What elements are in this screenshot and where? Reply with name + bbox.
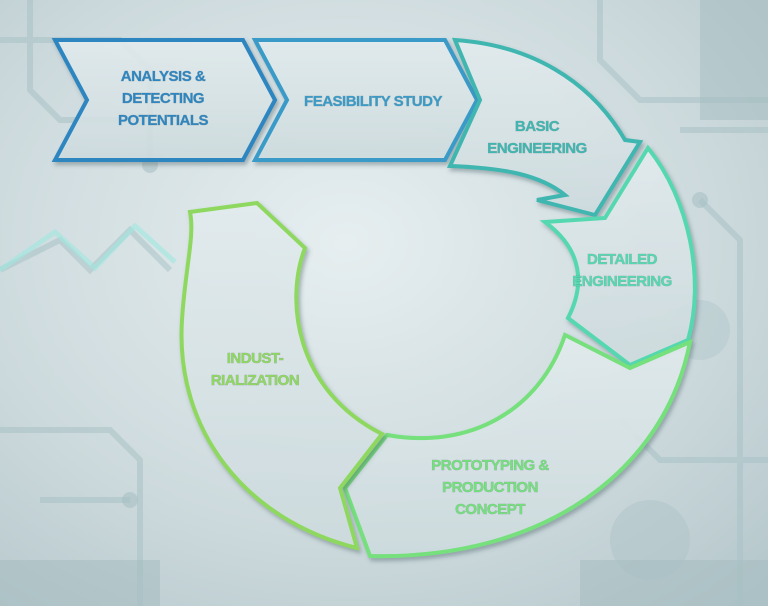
stage-industrialization-line: RIALIZATION <box>211 372 299 389</box>
stage-detailed-label: DETAILED ENGINEERING <box>572 251 672 290</box>
stage-feasibility-label: FEASIBILITY STUDY <box>304 93 442 110</box>
stage-feasibility: FEASIBILITY STUDY <box>251 38 480 162</box>
stage-analysis-shape <box>51 38 278 162</box>
stage-prototyping-line: CONCEPT <box>455 501 525 518</box>
stage-feasibility-line: FEASIBILITY STUDY <box>304 93 442 110</box>
stage-industrialization-shape <box>179 200 386 551</box>
stage-analysis-line: ANALYSIS & <box>121 68 206 85</box>
stage-prototyping: PROTOTYPING & PRODUCTION CONCEPT <box>342 332 693 559</box>
stage-basic-shape <box>446 37 644 218</box>
stage-prototyping-shape <box>342 332 693 559</box>
stage-industrialization-line: INDUST- <box>227 350 284 367</box>
stage-prototyping-label: PROTOTYPING & PRODUCTION CONCEPT <box>431 457 549 518</box>
stage-analysis-label: ANALYSIS & DETECTING POTENTIALS <box>118 68 208 129</box>
stage-industrialization: INDUST- RIALIZATION <box>179 200 386 551</box>
stage-analysis: ANALYSIS & DETECTING POTENTIALS <box>51 38 278 162</box>
stage-prototyping-line: PROTOTYPING & <box>431 457 549 474</box>
stage-detailed-line: DETAILED <box>587 251 658 268</box>
stage-detailed-shape <box>539 144 697 368</box>
stage-prototyping-line: PRODUCTION <box>442 479 538 496</box>
stage-feasibility-shape <box>251 38 480 162</box>
stage-basic-label: BASIC ENGINEERING <box>487 118 587 157</box>
stage-industrialization-label: INDUST- RIALIZATION <box>211 350 299 389</box>
stage-detailed: DETAILED ENGINEERING <box>539 144 697 368</box>
stage-analysis-line: DETECTING <box>122 90 204 107</box>
stage-basic-line: BASIC <box>515 118 560 135</box>
stage-basic-line: ENGINEERING <box>487 140 587 157</box>
stage-detailed-line: ENGINEERING <box>572 273 672 290</box>
stage-basic: BASIC ENGINEERING <box>446 37 644 218</box>
stage-analysis-line: POTENTIALS <box>118 112 208 129</box>
